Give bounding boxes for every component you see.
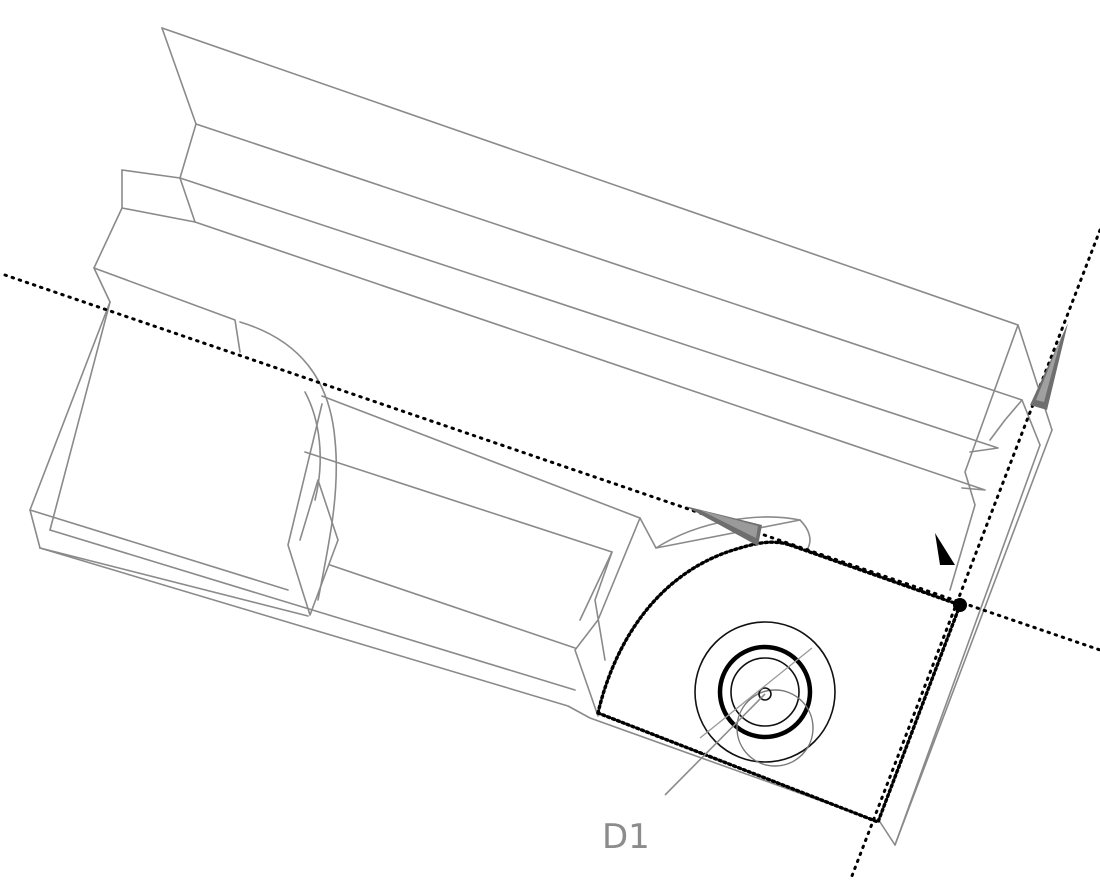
mid-rear-edge bbox=[121, 169, 999, 453]
hole-offset-circle bbox=[736, 689, 814, 767]
left-upper-outline bbox=[93, 267, 241, 353]
left-rail-edge bbox=[93, 169, 123, 303]
right-front-corner-inner bbox=[894, 444, 1041, 846]
direction-arrow-x-icon[interactable] bbox=[685, 506, 762, 546]
right-front-corner bbox=[879, 429, 1053, 846]
vertical-reference-axis[interactable] bbox=[848, 228, 1100, 883]
top-left-corner-edge bbox=[161, 27, 197, 223]
dimension-label[interactable]: D1 bbox=[602, 817, 650, 857]
top-rear-edge bbox=[161, 27, 1053, 431]
horizontal-reference-axis[interactable] bbox=[3, 273, 1100, 652]
left-pocket-outline bbox=[49, 301, 111, 531]
right-column-edge bbox=[949, 324, 1019, 591]
origin-arrowhead-icon[interactable] bbox=[935, 533, 955, 565]
sketch-bottom-line[interactable] bbox=[596, 711, 880, 824]
boss-left-wall-inner bbox=[594, 551, 613, 661]
hole-centerline bbox=[699, 647, 813, 739]
right-inner-edge bbox=[989, 399, 1023, 441]
wireframe-part bbox=[29, 27, 1053, 846]
reference-axes[interactable] bbox=[3, 228, 1100, 883]
mid-channel-lower-edge bbox=[304, 451, 613, 621]
sketch-arc[interactable] bbox=[596, 540, 792, 715]
sketch-top-line[interactable] bbox=[788, 543, 962, 607]
sketch-profile[interactable] bbox=[596, 540, 962, 824]
boss-left-wall bbox=[574, 517, 641, 717]
curved-pocket-wall-inner bbox=[304, 391, 321, 501]
mid-channel-lower-edge-2 bbox=[329, 564, 576, 649]
dimension-d1[interactable]: D1 bbox=[602, 693, 766, 857]
hole-outer-circle[interactable] bbox=[694, 621, 836, 763]
bottom-left-edge bbox=[39, 547, 309, 617]
pocket-zigzag bbox=[287, 403, 339, 616]
hole-counterbore-circle[interactable] bbox=[717, 644, 813, 740]
curved-pocket-wall bbox=[239, 321, 338, 601]
mid-front-edge bbox=[121, 207, 986, 491]
sketch-origin-point[interactable] bbox=[953, 598, 967, 612]
bottom-front-edge bbox=[39, 547, 881, 823]
dimension-leader-line bbox=[664, 693, 766, 796]
boss-top-rim bbox=[655, 516, 811, 549]
bottom-left-inner-edge bbox=[29, 509, 289, 591]
mid-channel-edge bbox=[321, 395, 801, 549]
left-lower-outline bbox=[29, 301, 111, 549]
hole-feature[interactable] bbox=[694, 621, 836, 767]
direction-arrow-z-icon[interactable] bbox=[1030, 323, 1068, 410]
hole-center-circle[interactable] bbox=[758, 687, 772, 701]
sketch-right-line[interactable] bbox=[876, 603, 962, 824]
hole-inner-circle[interactable] bbox=[730, 657, 800, 727]
